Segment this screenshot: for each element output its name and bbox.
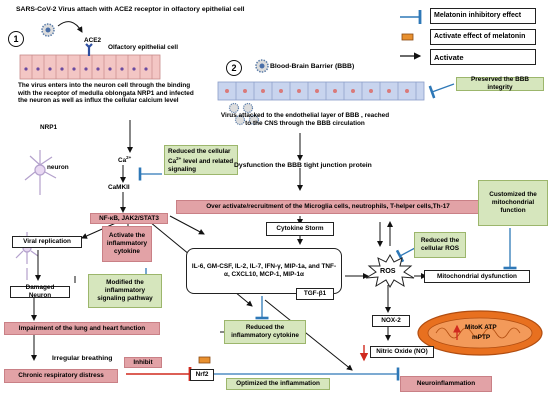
virus-attacked-text: Virus attacked to the endothelial layer …	[220, 112, 390, 127]
neuron-label: neuron	[47, 164, 69, 171]
legend-activate-box	[430, 49, 536, 65]
mitok-atp-label: MitoK ATP	[465, 324, 497, 331]
bbb-endothelial-layer	[217, 81, 425, 101]
viral-replication-box: Viral replication	[12, 236, 82, 248]
activate-cytokine-box: Activate the inflammatory cytokine	[102, 226, 152, 262]
chronic-distress-box: Chronic respiratory distress	[4, 369, 118, 383]
virus-particles-cluster	[228, 102, 260, 126]
neuroinflammation-box: Neuroinflammation	[400, 376, 492, 392]
bbb-label: Blood-Brain Barrier (BBB)	[270, 63, 355, 70]
legend-inhibit-label: Melatonin inhibitory effect	[434, 12, 522, 19]
neuron-illustration	[24, 150, 57, 195]
nitric-oxide-box: Nitric Oxide (NO)	[370, 346, 434, 358]
nfkb-jak2-stat3-box: NF-κB, JAK2/STAT3	[90, 213, 168, 224]
step-one-badge: 1	[8, 31, 24, 47]
step-two-badge: 2	[226, 60, 242, 76]
ros-label: ROS	[380, 266, 396, 275]
nrp1-label: NRP1	[40, 124, 58, 131]
mito-dysfunction-box: Mitochondrial dysfunction	[424, 270, 530, 283]
olfactory-epithelium-cells	[19, 54, 161, 80]
legend-activate-effect-box	[430, 29, 536, 45]
impairment-box: Impairment of the lung and heart functio…	[4, 322, 160, 335]
camkii-label: CaMKII	[108, 184, 130, 191]
legend-activate-label: Activate	[434, 53, 464, 62]
ros-burst-shape	[365, 254, 415, 288]
nox2-box: NOX-2	[372, 315, 410, 327]
damaged-neuron-box: Damaged Neuron	[10, 284, 70, 299]
customized-mito-box: Customized the mitochondrial function	[478, 180, 548, 226]
preserved-bbb-box: Preserved the BBB integrity	[456, 76, 544, 91]
inhibit-box: Inhibit	[124, 357, 162, 368]
mptp-label: mPTP	[472, 334, 491, 341]
tgf-beta-box: TGF-β1	[296, 288, 334, 300]
reduced-calcium-box: Reduced the cellular Ca2+ level and rela…	[164, 145, 238, 175]
legend-activate-effect-symbol	[401, 33, 414, 41]
virus-entry-text: The virus enters into the neuron cell th…	[18, 82, 194, 105]
virus-particle-top	[41, 23, 55, 37]
cytokines-list-box: IL-6, GM-CSF, IL-2, IL-7, IFN-γ, MIP-1a,…	[186, 248, 342, 294]
overactivate-box: Over activate/recruitment of the Microgl…	[176, 200, 480, 214]
reduced-inflammatory-box: Reduced the inflammatory cytokine	[224, 320, 306, 344]
mitochondrion-illustration	[417, 310, 543, 356]
ace2-receptor	[85, 43, 93, 56]
legend-inhibit-box	[430, 8, 536, 24]
nrf2-activator-symbol	[198, 356, 211, 364]
calcium-label: Ca2+	[118, 155, 132, 165]
ace2-label: ACE2	[84, 37, 102, 44]
irregular-breathing-label: Irregular breathing	[52, 355, 113, 362]
dysfunction-bbb-label: Dysfunction the BBB tight junction prote…	[234, 162, 372, 169]
cytokine-storm-box: Cytokine Storm	[266, 222, 334, 236]
reduced-ros-box: Reduced the cellular ROS	[414, 232, 466, 258]
olfactory-label: Olfactory epithelial cell	[108, 44, 178, 51]
optimized-inflammation-box: Optimized the inflammation	[226, 378, 330, 390]
nrf2-box: Nrf2	[190, 369, 214, 381]
modified-signaling-box: Modified the inflammatory signaling path…	[88, 274, 162, 308]
virus-particle-bbb	[255, 59, 269, 73]
diagram-title: SARS-CoV-2 Virus attach with ACE2 recept…	[16, 6, 245, 13]
legend-activate-effect-label: Activate effect of melatonin	[434, 33, 526, 40]
